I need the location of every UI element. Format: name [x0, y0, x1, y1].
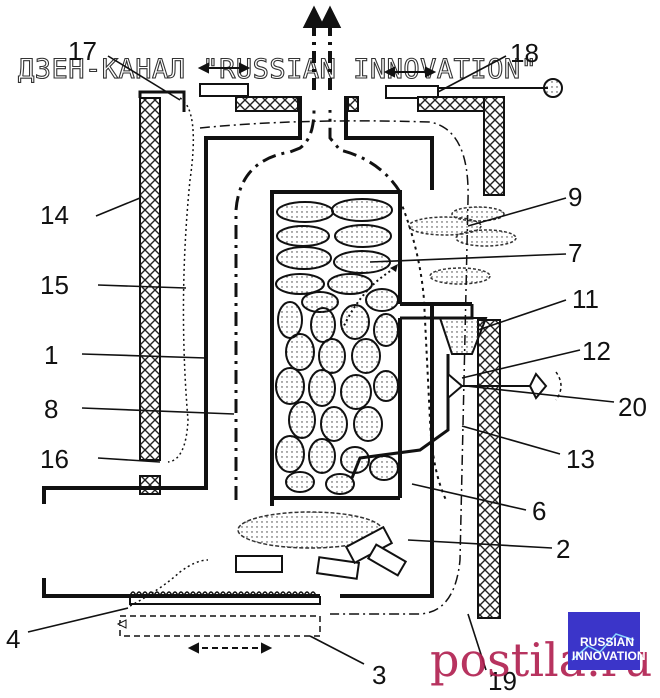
stove-body — [42, 96, 434, 598]
label-11: 11 — [572, 284, 599, 314]
leader-lines — [27, 55, 615, 671]
label-4: 4 — [6, 624, 20, 654]
label-8: 8 — [44, 394, 58, 424]
steam-clouds — [408, 206, 517, 285]
label-7: 7 — [568, 238, 582, 268]
label-2: 2 — [556, 534, 570, 564]
label-6: 6 — [532, 496, 546, 526]
label-9: 9 — [568, 182, 582, 212]
label-3: 3 — [372, 660, 386, 690]
top-insulation-left — [235, 96, 299, 112]
firewood — [235, 525, 408, 580]
inlet-arrow-icon — [116, 619, 127, 629]
valve-handle-icon — [528, 372, 548, 400]
russian-innovation-logo: RUSSIAN INNOVATION — [568, 612, 646, 670]
logo-line1: RUSSIAN — [580, 635, 634, 649]
label-18: 18 — [510, 38, 539, 68]
flow-arrowhead-icon — [390, 264, 398, 272]
valve-icon — [447, 371, 464, 401]
water-pipe — [350, 354, 450, 479]
ash-drawer — [119, 615, 321, 637]
insulation-left — [139, 97, 161, 461]
water-tank — [438, 317, 488, 355]
label-12: 12 — [582, 336, 611, 366]
rotation-arrow-icon — [555, 371, 562, 401]
label-14: 14 — [40, 200, 69, 230]
top-insulation-right — [417, 96, 485, 112]
label-20: 20 — [618, 392, 647, 422]
label-13: 13 — [566, 444, 595, 474]
damper-knob-icon — [543, 78, 563, 98]
label-15: 15 — [40, 270, 69, 300]
part-labels: 17 18 14 15 1 8 16 9 7 11 12 20 13 6 2 4… — [6, 36, 647, 696]
drawer-arrow — [187, 642, 273, 654]
label-17: 17 — [68, 36, 97, 66]
stone-chamber — [270, 190, 474, 506]
label-19: 19 — [488, 666, 517, 696]
grate-fins — [129, 591, 317, 599]
exhaust-arrows — [302, 5, 342, 90]
watermark-text: ДЗЕН-КАНАЛ "RUSSIAN INNOVATION" — [18, 54, 537, 85]
insulation-right-top — [483, 96, 505, 196]
damper-arrows — [197, 62, 437, 78]
damper-left — [199, 83, 249, 97]
logo-line2: INNOVATION — [572, 649, 646, 663]
insulation-left-foot — [139, 475, 161, 495]
airflow-paths — [129, 97, 469, 615]
label-1: 1 — [44, 340, 58, 370]
grate — [129, 596, 321, 605]
top-insulation-mid — [347, 96, 359, 112]
stones — [275, 198, 399, 495]
label-16: 16 — [40, 444, 69, 474]
insulation-right-bottom — [477, 319, 501, 619]
